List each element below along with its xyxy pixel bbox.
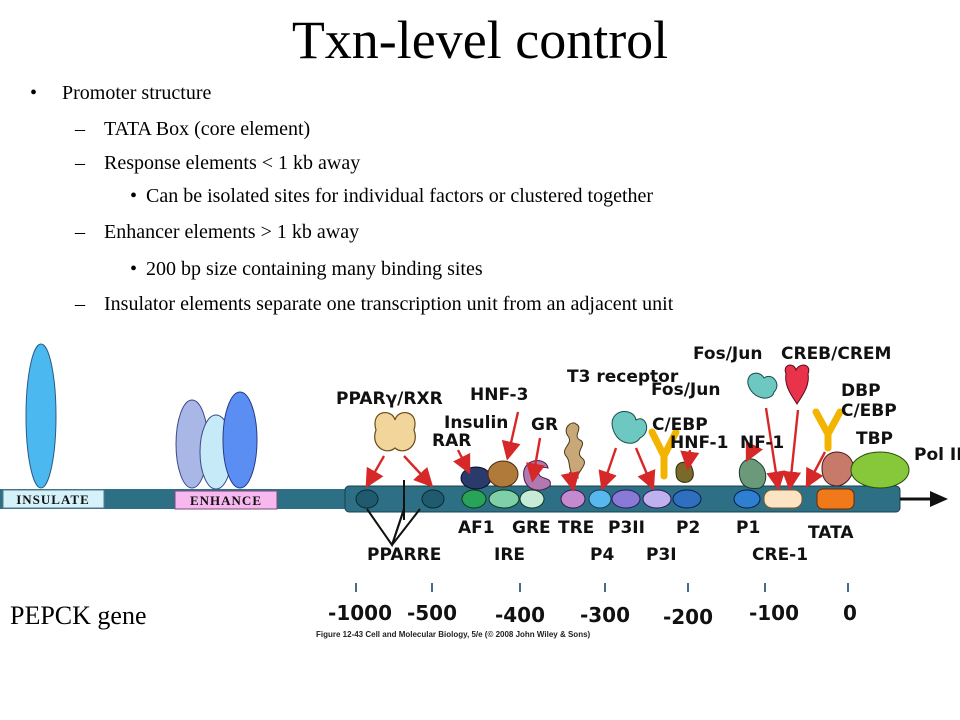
label-tbp: TBP [856,429,893,449]
label-ppar-rxr: PPARγ/RXR [336,389,443,409]
label-rar: RAR [432,431,471,451]
label-p3i: P3I [646,545,677,565]
tick-minus-100: -100 [749,601,799,625]
tick-minus-500: -500 [407,601,457,625]
figure-credit: Figure 12-43 Cell and Molecular Biology,… [316,630,591,639]
label-pparre: PPARRE [367,545,441,565]
label-p3ii: P3II [608,518,645,538]
p3ii-site [611,489,641,509]
p1-site [733,489,761,509]
pol-ii-protein [850,451,910,489]
dash-marker: – [75,221,85,243]
binding-arrows [365,407,827,492]
tick-marks [355,583,849,592]
hnf3-protein [487,460,519,488]
label-cebp-2: C/EBP [841,401,897,421]
ppar-rxr-protein [374,412,416,452]
bullet-promoter-structure: Promoter structure [62,82,212,104]
rar-protein [460,466,492,490]
bullet-insulator-elements: Insulator elements separate one transcri… [104,293,674,315]
tre-site [560,489,586,509]
fos-jun-protein-2 [747,372,778,399]
dbp-cebp-protein [812,408,844,452]
label-creb-crem: CREB/CREM [781,344,891,364]
label-ire: IRE [494,545,525,565]
label-fos-jun-1: Fos/Jun [651,380,720,400]
t3-receptor-protein [564,422,585,479]
dash-marker: – [75,118,85,140]
bullet-tata-box: TATA Box (core element) [104,118,311,140]
cre1-site [763,489,803,509]
insulate-label: INSULATE [16,492,90,507]
factor-labels: PPARγ/RXR Insulin RAR HNF-3 GR T3 recept… [336,344,960,465]
enhance-box [174,490,278,510]
label-p1: P1 [736,518,760,538]
tbp-protein [821,451,854,487]
gre-site [519,489,545,509]
label-hnf1: HNF-1 [670,433,728,453]
bullet-enhancer-elements: Enhancer elements > 1 kb away [104,221,360,243]
pparre-site-1 [355,489,379,509]
ire-site [488,489,520,509]
pparre-bracket [366,508,421,548]
tick-zero: 0 [843,601,857,625]
fos-jun-protein-1 [611,411,648,444]
insulate-box [2,489,105,509]
tata-site [816,488,855,510]
af1-site [461,489,487,509]
p4-site [588,489,612,509]
creb-crem-protein [784,364,810,405]
label-gre: GRE [512,518,551,538]
dash-marker: – [75,152,85,174]
enhance-label: ENHANCE [190,493,262,508]
bullet-marker: • [30,82,38,104]
label-hnf3: HNF-3 [470,385,528,405]
gr-protein [523,460,551,491]
position-labels: -1000 -500 -400 -300 -200 -100 0 [328,601,857,629]
tick-minus-1000: -1000 [328,601,392,625]
bullet-marker: • [130,258,138,280]
label-tre: TRE [558,518,594,538]
label-gr: GR [531,415,558,435]
insulator-protein [25,343,57,489]
label-insulin: Insulin [444,413,508,433]
bullet-marker: • [130,185,138,207]
p3i-site [642,489,672,509]
dash-marker: – [75,293,85,315]
nf1-protein [738,458,767,489]
bullet-200bp: 200 bp size containing many binding site… [146,258,483,280]
transcription-arrow-head [930,491,948,507]
label-cebp-1: C/EBP [652,415,708,435]
tick-minus-300: -300 [580,603,630,627]
hnf1-protein [675,461,694,483]
slide-title: Txn-level control [291,10,669,70]
tick-minus-200: -200 [663,605,713,629]
bullet-isolated-sites: Can be isolated sites for individual fac… [146,185,654,207]
label-cre1: CRE-1 [752,545,808,565]
cebp-protein-1 [648,428,680,480]
enhancer-protein-3 [222,391,258,489]
label-nf1: NF-1 [740,433,784,453]
label-dbp: DBP [841,381,881,401]
label-af1: AF1 [458,518,495,538]
pparre-site-2 [421,489,445,509]
label-fos-jun-2: Fos/Jun [693,344,762,364]
pepck-gene-label: PEPCK gene [10,601,147,630]
label-pol-ii: Pol II [914,445,960,465]
element-labels: AF1 GRE TRE P3II P2 P1 TATA PPARRE IRE P… [367,518,854,565]
label-p4: P4 [590,545,614,565]
p2-site [672,489,702,509]
tick-minus-400: -400 [495,603,545,627]
label-t3-receptor: T3 receptor [567,367,679,387]
label-tata: TATA [808,523,854,543]
label-p2: P2 [676,518,700,538]
bullet-response-elements: Response elements < 1 kb away [104,152,361,174]
